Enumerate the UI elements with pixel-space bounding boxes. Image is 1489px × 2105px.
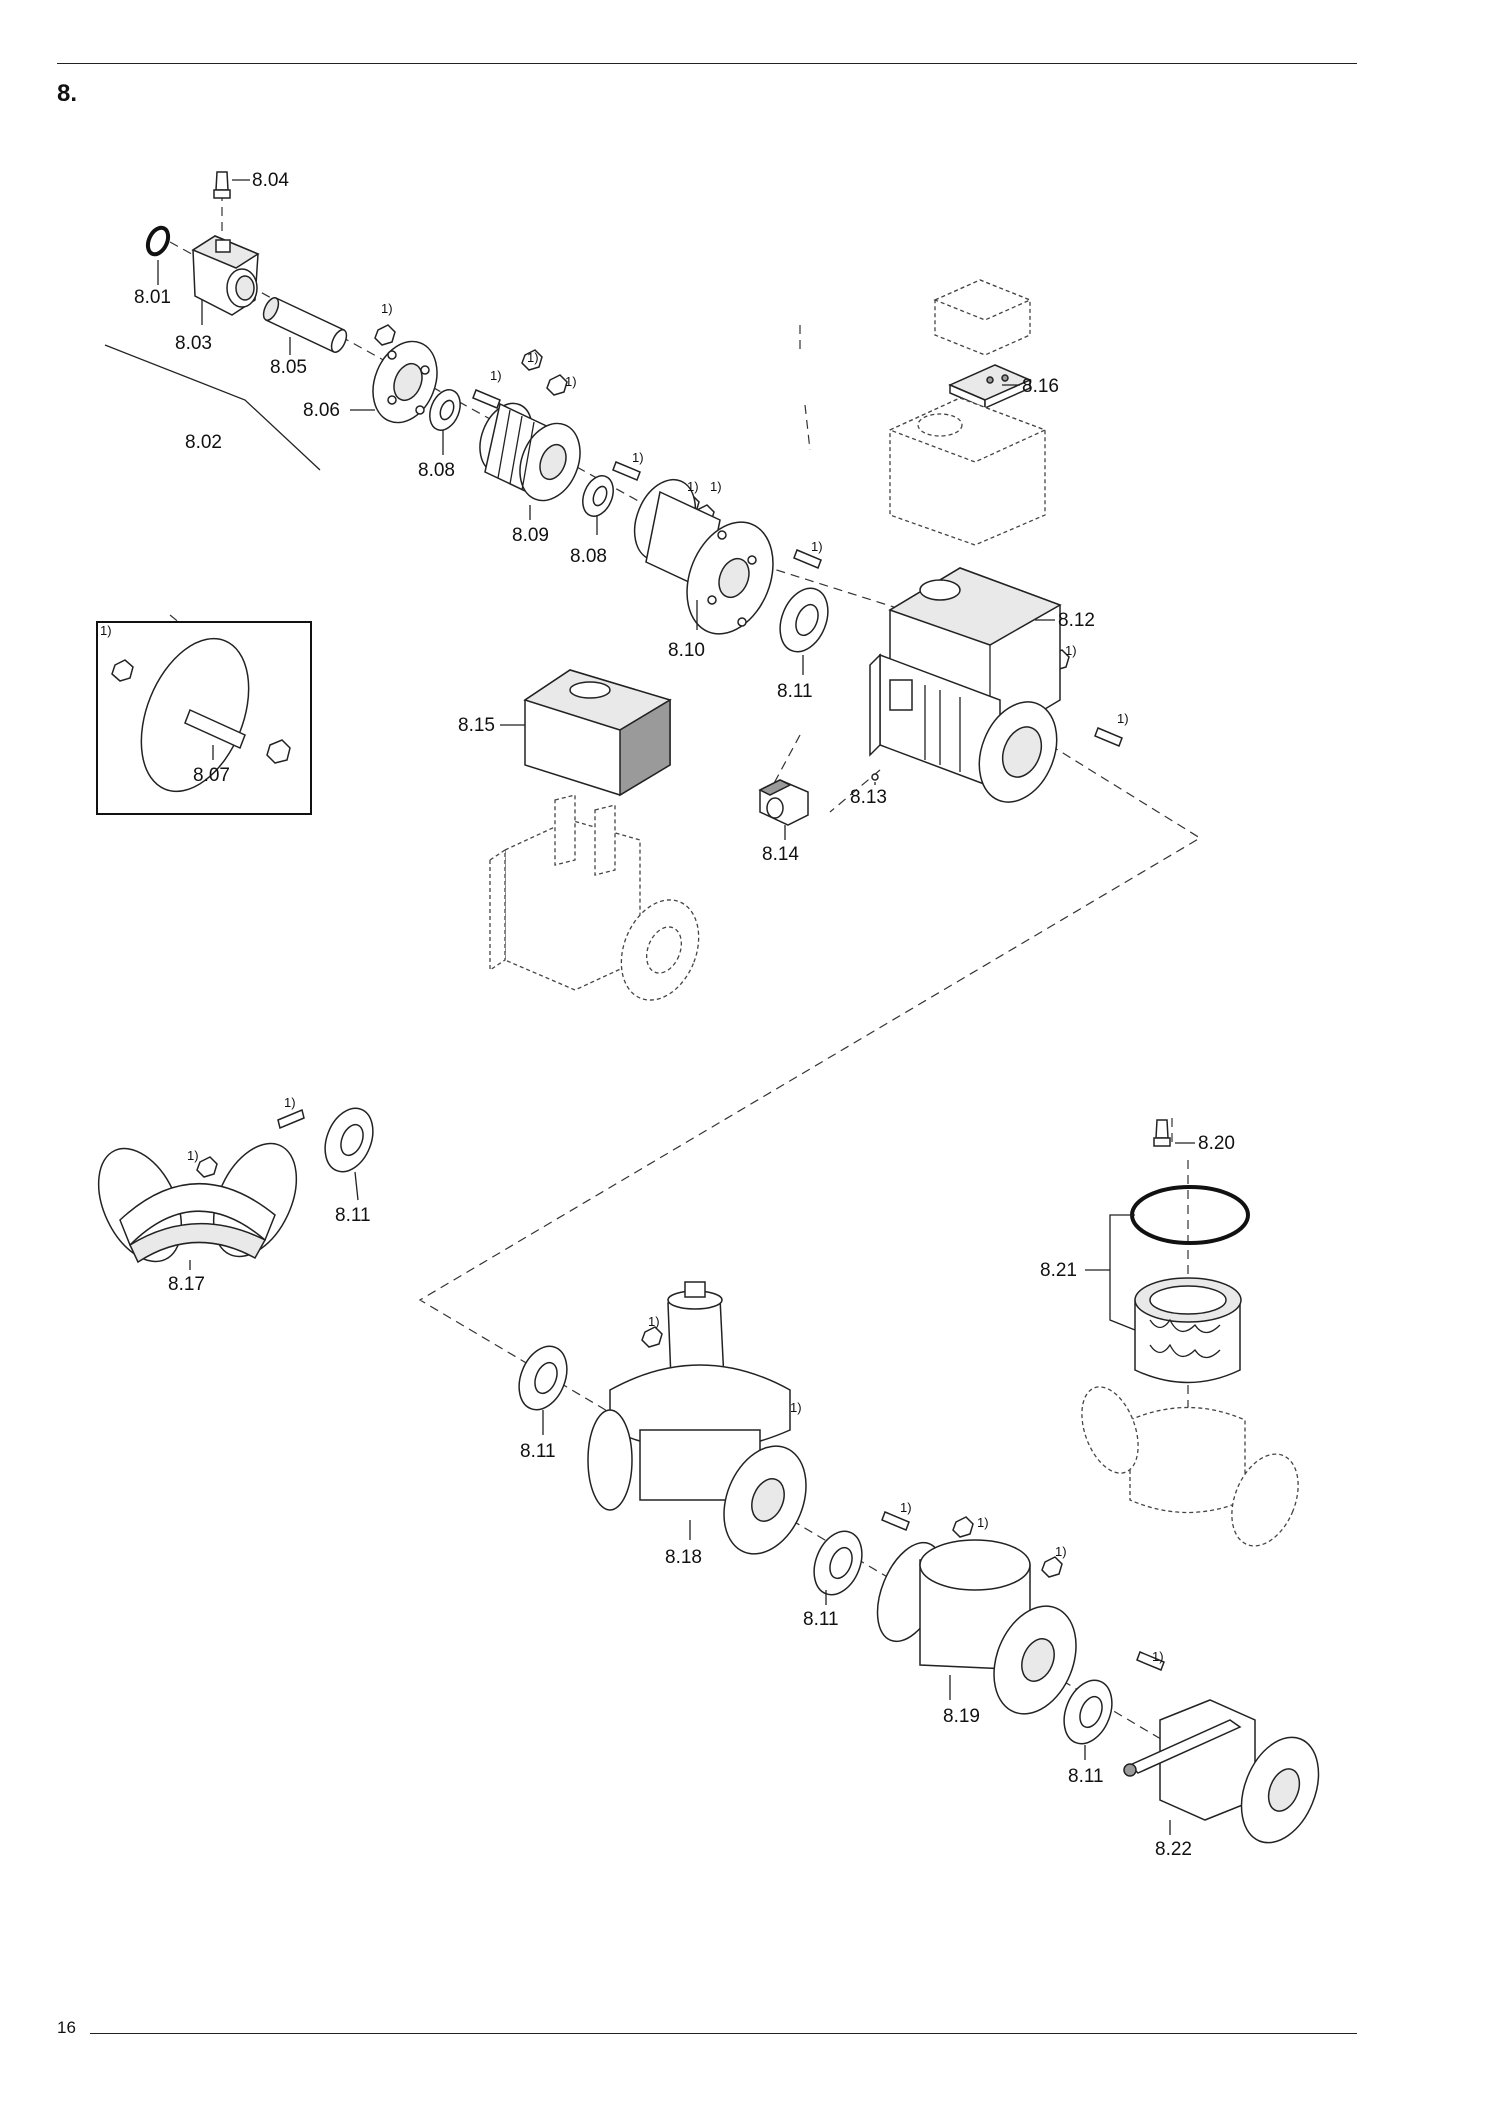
svg-text:1): 1) <box>977 1515 989 1530</box>
label-8-20: 8.20 <box>1198 1133 1235 1154</box>
gaskets <box>324 389 1113 1745</box>
label-8-14: 8.14 <box>762 844 799 865</box>
label-8-11d: 8.11 <box>803 1609 839 1630</box>
part-8-03-adaptor <box>191 235 260 316</box>
part-8-09-compensator <box>479 402 581 502</box>
section-number: 8. <box>57 80 78 107</box>
part-labels: 8.04 8.01 8.03 8.05 8.06 8.02 8.08 8.09 … <box>134 170 1235 1860</box>
label-8-21: 8.21 <box>1040 1260 1077 1281</box>
label-8-19: 8.19 <box>943 1706 980 1727</box>
part-8-15-actuator <box>523 669 672 797</box>
part-8-01-o-ring <box>145 225 171 257</box>
label-8-12: 8.12 <box>1058 610 1095 631</box>
svg-text:1): 1) <box>381 301 393 316</box>
part-8-16-board <box>888 279 1047 546</box>
label-8-11c: 8.11 <box>520 1441 556 1462</box>
part-8-04-test-nipple <box>213 171 231 199</box>
footnote-markers: 1) 1) 1) 1) 1) 1) 1) 1) 1) 1) 1) 1) 1) 1… <box>100 301 1164 1664</box>
svg-text:1): 1) <box>100 623 112 638</box>
label-8-18: 8.18 <box>665 1547 702 1568</box>
label-8-16: 8.16 <box>1022 376 1059 397</box>
label-8-15: 8.15 <box>458 715 495 736</box>
part-8-21-filter-set <box>1081 1185 1299 1547</box>
part-8-10-flanged-pipe <box>633 478 774 635</box>
label-8-08a: 8.08 <box>418 460 455 481</box>
part-8-13-plug <box>871 773 879 781</box>
svg-text:1): 1) <box>648 1314 660 1329</box>
label-8-01: 8.01 <box>134 287 171 308</box>
label-8-06: 8.06 <box>303 400 340 421</box>
svg-text:1): 1) <box>687 479 699 494</box>
svg-text:1): 1) <box>187 1148 199 1163</box>
part-8-18-regulator <box>587 1281 807 1555</box>
label-8-11a: 8.11 <box>777 681 813 702</box>
svg-text:1): 1) <box>527 350 539 365</box>
label-8-05: 8.05 <box>270 357 307 378</box>
page-number: 16 <box>57 2018 76 2037</box>
label-8-08b: 8.08 <box>570 546 607 567</box>
label-8-11b: 8.11 <box>335 1205 371 1226</box>
svg-text:1): 1) <box>632 450 644 465</box>
svg-text:1): 1) <box>284 1095 296 1110</box>
label-8-07: 8.07 <box>193 765 230 786</box>
svg-text:1): 1) <box>1152 1649 1164 1664</box>
part-8-12-gas-valve <box>869 567 1062 803</box>
detail-box-8-07 <box>96 621 312 815</box>
label-8-03: 8.03 <box>175 333 212 354</box>
label-8-10: 8.10 <box>668 640 705 661</box>
part-8-05-pipe <box>262 296 348 354</box>
svg-text:1): 1) <box>1065 643 1077 658</box>
part-8-06-flange <box>372 340 438 424</box>
label-8-04: 8.04 <box>252 170 289 191</box>
leader-lines <box>104 179 1195 1835</box>
part-8-14-pressure-switch <box>758 779 809 826</box>
svg-text:1): 1) <box>790 1400 802 1415</box>
part-8-17-elbow <box>97 1142 298 1264</box>
svg-text:1): 1) <box>710 479 722 494</box>
label-8-17: 8.17 <box>168 1274 205 1295</box>
label-8-11e: 8.11 <box>1068 1766 1104 1787</box>
label-8-02: 8.02 <box>185 432 222 453</box>
label-8-13: 8.13 <box>850 787 887 808</box>
label-8-09: 8.09 <box>512 525 549 546</box>
svg-text:1): 1) <box>1055 1544 1067 1559</box>
bottom-rule <box>90 2033 1357 2034</box>
svg-text:1): 1) <box>900 1500 912 1515</box>
svg-text:1): 1) <box>811 539 823 554</box>
part-8-19-filter <box>876 1539 1077 1715</box>
top-rule <box>57 63 1357 64</box>
svg-text:1): 1) <box>490 368 502 383</box>
svg-text:1): 1) <box>1117 711 1129 726</box>
part-8-22-ball-valve <box>1123 1699 1320 1844</box>
ghost-valve-body <box>489 794 700 1001</box>
svg-text:1): 1) <box>565 374 577 389</box>
label-8-22: 8.22 <box>1155 1839 1192 1860</box>
part-8-20-test-nipple <box>1153 1119 1171 1147</box>
